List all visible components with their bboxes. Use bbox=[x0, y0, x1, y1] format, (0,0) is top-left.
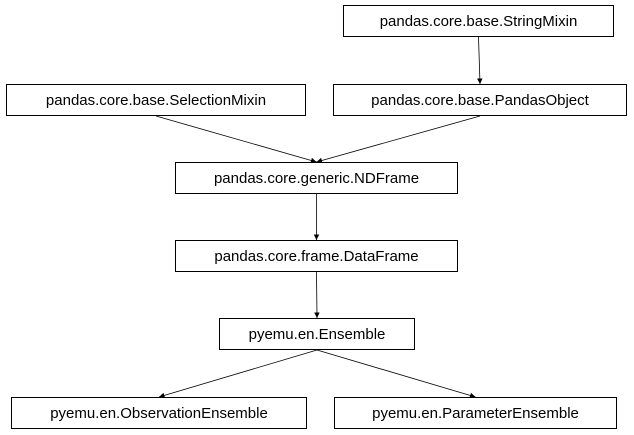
edge-string_mixin-to-pandas_object bbox=[477, 36, 483, 85]
node-string-mixin[interactable]: pandas.core.base.StringMixin bbox=[343, 5, 614, 37]
node-dataframe[interactable]: pandas.core.frame.DataFrame bbox=[175, 240, 458, 272]
edge-selection_mixin-to-ndframe bbox=[155, 115, 317, 164]
node-ndframe[interactable]: pandas.core.generic.NDFrame bbox=[175, 162, 458, 194]
node-ensemble[interactable]: pyemu.en.Ensemble bbox=[219, 318, 415, 350]
node-parameter-ensemble[interactable]: pyemu.en.ParameterEnsemble bbox=[334, 397, 617, 429]
node-pandas-object[interactable]: pandas.core.base.PandasObject bbox=[333, 84, 627, 116]
edge-pandas_object-to-ndframe bbox=[316, 115, 481, 164]
edge-ensemble-to-observation_ensemble bbox=[158, 349, 318, 399]
edge-dataframe-to-ensemble bbox=[314, 271, 320, 319]
node-observation-ensemble[interactable]: pyemu.en.ObservationEnsemble bbox=[11, 397, 307, 429]
edge-ensemble-to-parameter_ensemble bbox=[316, 349, 476, 399]
node-selection-mixin[interactable]: pandas.core.base.SelectionMixin bbox=[6, 84, 306, 116]
